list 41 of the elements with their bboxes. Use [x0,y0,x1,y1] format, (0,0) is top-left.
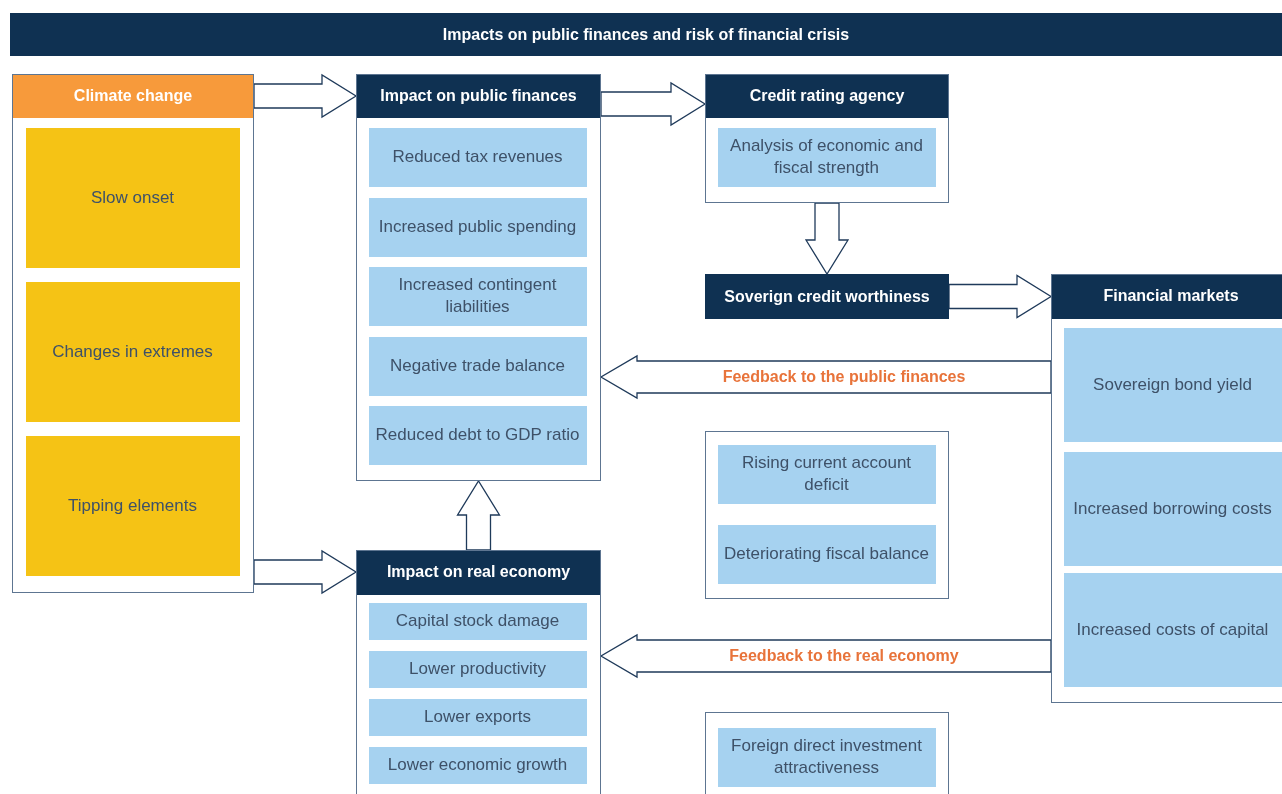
factor-card: Capital stock damage [368,602,587,640]
factor-card: Analysis of economic and fiscal strength [717,127,936,187]
title-banner: Impacts on public finances and risk of financial crisis [10,13,1282,56]
factor-card: Increased borrowing costs [1063,451,1282,566]
block-arrow [253,73,358,119]
factor-card: Deteriorating fiscal balance [717,524,936,584]
category-panel [1051,274,1282,703]
factor-card: Lower economic growth [368,746,587,784]
factor-card: Lower exports [368,698,587,736]
block-arrow [600,81,707,127]
factor-card: Increased public spending [368,197,587,257]
factor-card: Reduced debt to GDP ratio [368,405,587,465]
panel-title: Credit rating agency [748,86,906,106]
factor-card: Lower productivity [368,650,587,688]
category-panel [705,74,949,203]
panel-title: Impact on public finances [379,86,578,106]
factor-card: Increased contingent liabilities [368,266,587,326]
factor-card: Reduced tax revenues [368,127,587,187]
block-arrow [804,202,850,276]
factor-card: Tipping elements [25,435,240,576]
factor-card: Foreign direct investment attractiveness [717,727,936,787]
edge-label: Feedback to the public finances [720,368,968,386]
factor-card: Sovereign bond yield [1063,327,1282,442]
edge-label: Feedback to the real economy [727,647,961,665]
category-panel [12,74,254,593]
panel-title: Financial markets [1102,286,1240,306]
group-frame [705,431,949,599]
block-arrow [456,479,501,551]
category-panel [356,74,601,481]
factor-card: Negative trade balance [368,336,587,396]
factor-card: Slow onset [25,127,240,268]
factor-card: Rising current account deficit [717,444,936,504]
panel-title: Impact on real economy [385,562,572,582]
factor-card: Changes in extremes [25,281,240,422]
category-panel [356,550,601,794]
panel-title: Climate change [72,86,194,106]
block-arrow [948,274,1053,319]
header-box: Soverign credit worthiness [705,274,949,319]
factor-card: Increased costs of capital [1063,572,1282,687]
group-frame [705,712,949,794]
block-arrow [253,549,358,595]
